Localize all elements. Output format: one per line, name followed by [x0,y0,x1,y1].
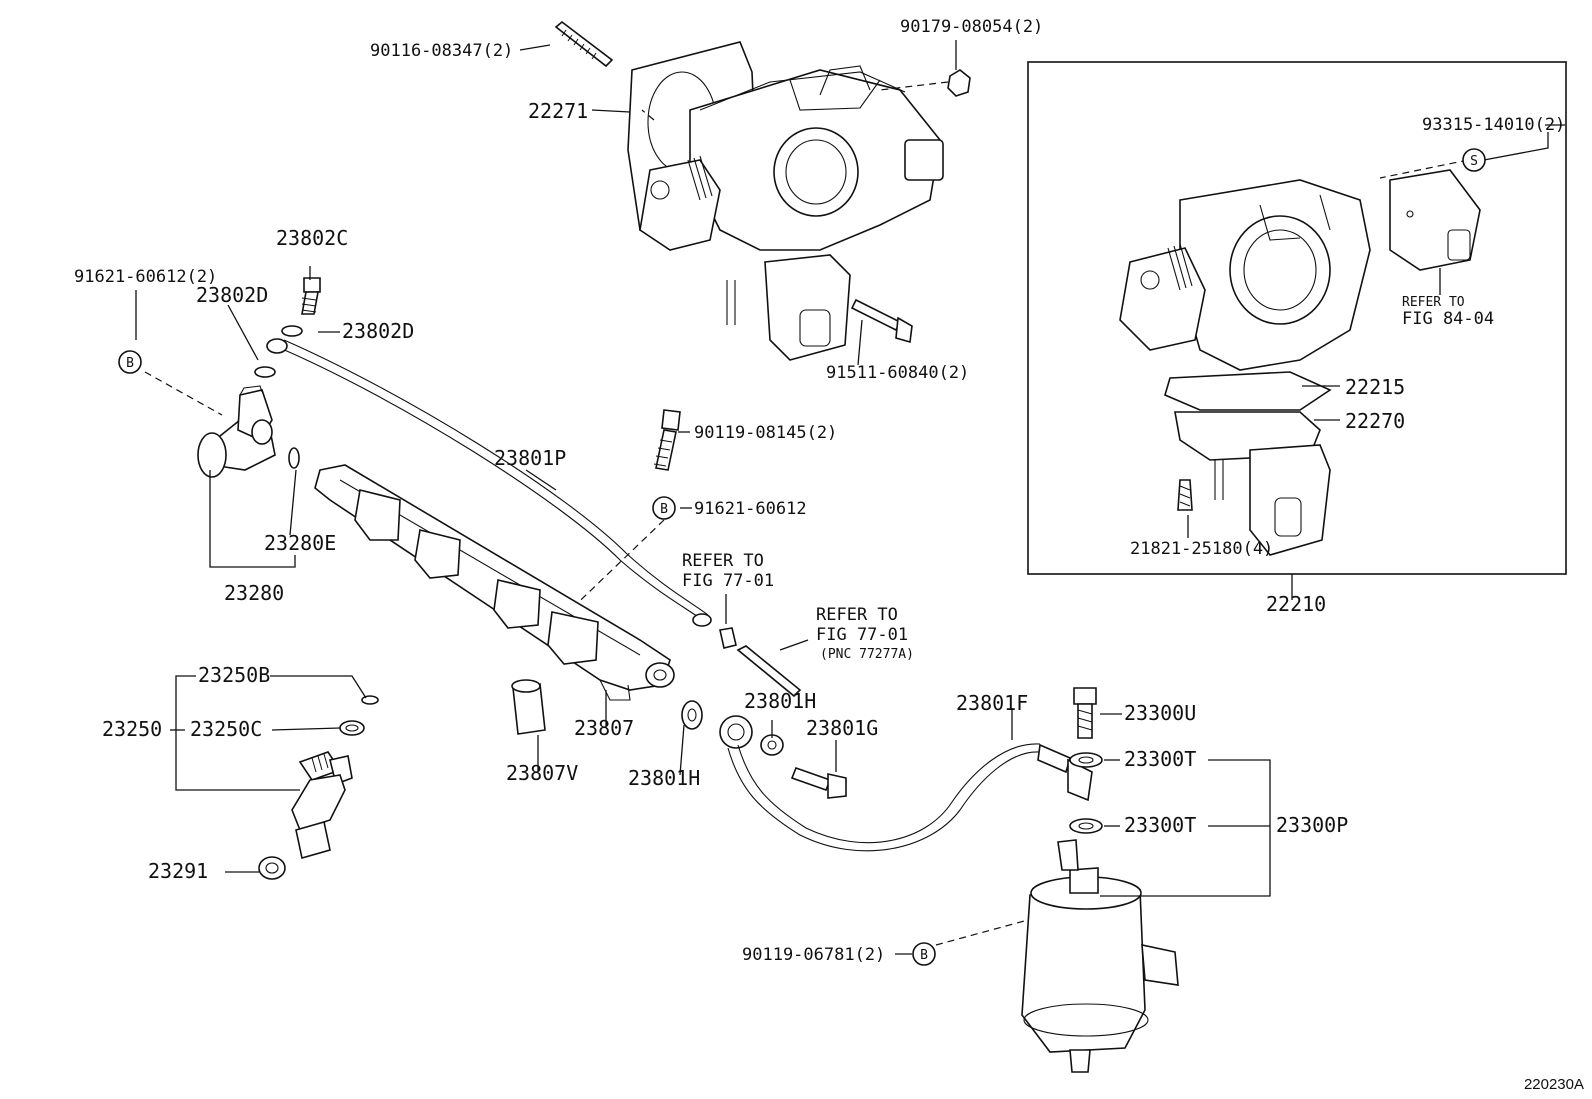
label-23300T-upper: 23300T [1124,747,1196,771]
label-91511-60840: 91511-60840(2) [826,363,969,383]
label-23801G: 23801G [806,716,878,740]
label-refer-to-77b: REFER TO [816,605,898,625]
label-90119-08145: 90119-08145(2) [694,423,837,443]
insulator-23807V [511,679,546,735]
label-23801H-left: 23801H [628,766,700,790]
label-23280E: 23280E [264,531,336,555]
badge-b-mid: B [652,496,676,520]
fuel-pipe-23801P [266,338,712,627]
fuel-hose-23801F [727,743,1093,852]
clip-fig-77-01 [719,627,737,649]
label-23801F: 23801F [956,691,1028,715]
injector-23250 [291,751,353,860]
fuel-filter-23300 [1021,839,1179,1073]
svg-text:S: S [1470,154,1478,169]
label-22271: 22271 [528,99,588,123]
label-refer-to-77a: REFER TO [682,551,764,571]
label-refer-to-84: REFER TO [1402,295,1465,310]
bolt-23801G [790,766,847,799]
bolt-23802C [301,277,321,315]
label-23802D-left: 23802D [196,283,268,307]
label-23291: 23291 [148,859,208,883]
label-90179-08054: 90179-08054(2) [900,17,1043,37]
leader-lines [135,40,1565,955]
label-93315-14010: 93315-14010(2) [1422,115,1565,135]
insulator-23291 [258,856,286,880]
label-23300U: 23300U [1124,701,1196,725]
label-23250B: 23250B [198,663,270,687]
label-23801H-right: 23801H [744,689,816,713]
label-23807: 23807 [574,716,634,740]
pin-fig-77-01 [736,645,802,698]
label-91621-60612-2: 91621-60612(2) [74,267,217,287]
label-22270: 22270 [1345,409,1405,433]
svg-text:B: B [126,356,134,371]
gasket-23300T-lower [1069,818,1103,834]
figure-id: 220230A [1523,1076,1584,1093]
oring-23250B [361,695,379,705]
label-fig-77-01a: FIG 77-01 [682,571,774,591]
throttle-body-upper [627,41,944,361]
union-fitting [719,715,753,749]
label-fig-84-04: FIG 84-04 [1402,309,1494,329]
badge-b-left: B [118,350,142,374]
nut-90179 [947,69,971,97]
svg-text:B: B [920,948,928,963]
label-23807V: 23807V [506,761,578,785]
oring-23280E [288,447,300,469]
gasket-23801H-left [681,700,703,730]
gasket-23300T-upper [1069,752,1103,768]
label-fig-77-01b: FIG 77-01 [816,625,908,645]
bolt-90119-08145 [653,409,681,471]
assembly-frame-22210 [1027,61,1567,575]
throttle-body-lower [1119,169,1481,556]
oring-23802D-left [254,366,276,378]
label-23802D-right: 23802D [342,319,414,343]
badge-b-bottom: B [912,942,936,966]
label-22210: 22210 [1266,592,1326,616]
label-91621-60612: 91621-60612 [694,499,807,519]
label-23801P: 23801P [494,446,566,470]
label-90116-08347: 90116-08347(2) [370,41,513,61]
label-pnc-77277a: (PNC 77277A) [820,647,914,662]
label-23802C: 23802C [276,226,348,250]
pressure-regulator-23280 [197,385,276,478]
bolt-91511 [850,298,913,344]
label-23300P: 23300P [1276,813,1348,837]
fuel-rail-23807 [314,464,675,701]
label-90119-06781: 90119-06781(2) [742,945,885,965]
bolt-23300U [1073,687,1097,739]
label-23280: 23280 [224,581,284,605]
svg-text:B: B [660,502,668,517]
label-22215: 22215 [1345,375,1405,399]
label-23250C: 23250C [190,717,262,741]
badge-s: S [1462,148,1486,172]
label-21821-25180: 21821-25180(4) [1130,539,1273,559]
label-23250: 23250 [102,717,162,741]
label-23300T-lower: 23300T [1124,813,1196,837]
grommet-23250C [339,720,365,736]
stud-90116 [554,20,614,68]
gasket-23802D [281,325,303,337]
